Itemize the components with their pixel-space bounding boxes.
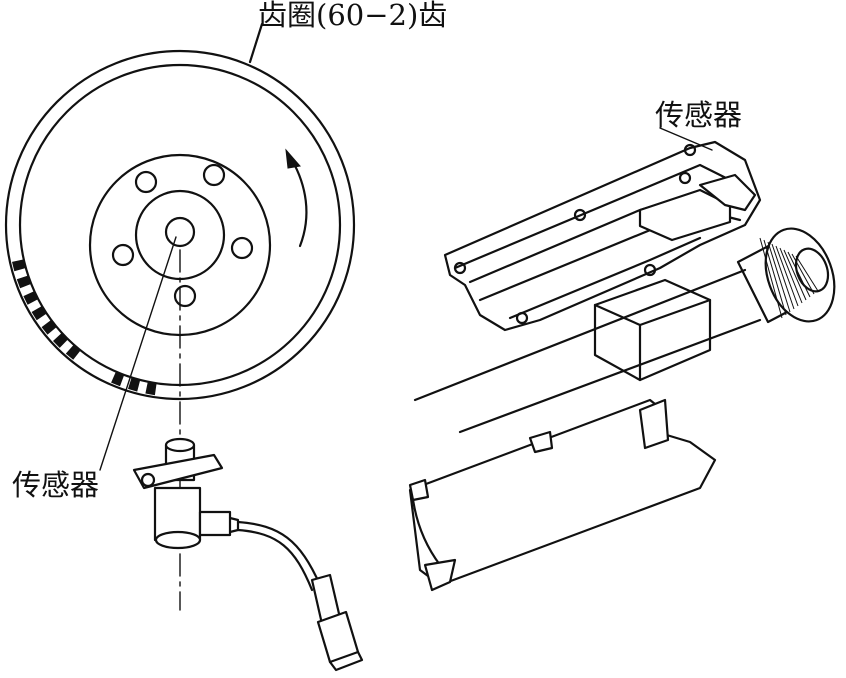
- gear-tooth: [12, 259, 26, 272]
- sensor-housing: [408, 140, 836, 592]
- ring-gear-outer-rim: [4, 49, 356, 401]
- gear-tooth: [145, 381, 157, 396]
- gear-tooth: [23, 291, 39, 305]
- knurl-line: [791, 253, 815, 295]
- gear-tooth: [128, 377, 141, 392]
- sensor-label-right: 传感器: [655, 98, 743, 132]
- bolt-hole: [230, 236, 254, 260]
- sensor-left-leader: [99, 236, 177, 471]
- sensor-right-leader: [659, 127, 713, 151]
- rotation-arrow: [290, 158, 308, 248]
- bolt-hole: [173, 284, 197, 308]
- ring-gear-leader: [248, 22, 264, 64]
- gear-tooth: [16, 275, 32, 289]
- knurl-line: [771, 243, 795, 310]
- knurl-line: [759, 237, 783, 319]
- crank-sensor: [132, 437, 364, 672]
- knurl-line: [795, 255, 819, 292]
- gear-tooth: [53, 332, 69, 348]
- sensor-label-left: 传感器: [12, 468, 100, 502]
- bolt-hole: [111, 243, 135, 267]
- knurl-line: [779, 247, 803, 304]
- knurl-line: [787, 251, 811, 298]
- rotation-arrow-head: [285, 148, 301, 169]
- knurled-wheel-pattern: [759, 237, 819, 319]
- knurl-line: [763, 239, 787, 316]
- knurl-line: [783, 249, 807, 301]
- gear-tooth: [111, 371, 125, 387]
- knurl-line: [775, 245, 799, 307]
- gear-tooth: [65, 344, 81, 360]
- ring-gear-teeth: [12, 259, 157, 396]
- bolt-hole: [202, 163, 226, 187]
- knurl-line: [767, 241, 791, 313]
- center-hole: [164, 216, 196, 248]
- gear-tooth: [41, 319, 57, 335]
- bolt-hole: [134, 170, 158, 194]
- gear-tooth: [31, 306, 47, 321]
- ring-gear-label: 齿圈(60−2)齿: [258, 0, 448, 32]
